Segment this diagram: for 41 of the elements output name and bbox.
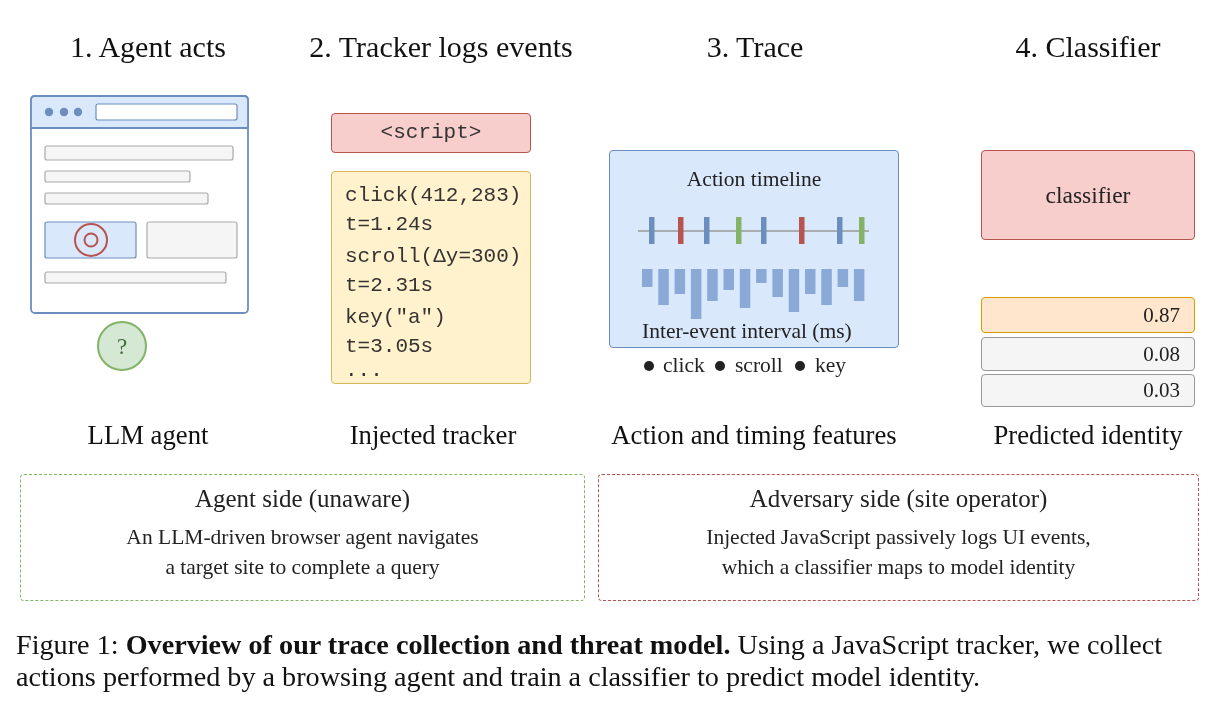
panel-heading: Adversary side (site operator) [749, 484, 1048, 514]
panel-heading: Agent side (unaware) [194, 484, 411, 514]
figure-caption: Figure 1: Overview of our trace collection and threat model. Using a JavaScript tracker, we collect actions performed by a browsing agent and train a classifier to predict model identity. [16, 629, 1164, 693]
step-title: 1. Agent acts [70, 29, 226, 65]
side-panel [598, 474, 1199, 601]
step-title: 3. Trace [706, 29, 804, 65]
step-title: 4. Classifier [1015, 29, 1161, 65]
prediction-row [981, 374, 1195, 407]
column-caption: Injected tracker [349, 419, 517, 451]
agent-circle [97, 321, 147, 371]
code-line: scroll(Δy=300) [345, 245, 522, 269]
script-tag-box [331, 113, 531, 153]
trace-panel [609, 150, 899, 348]
event-log-box [331, 171, 531, 384]
side-panel [20, 474, 585, 601]
code-label: <script> [380, 121, 482, 145]
column-caption: Predicted identity [993, 419, 1183, 451]
legend-label: key [815, 353, 847, 378]
code-line: ... [345, 359, 383, 383]
score-value: 0.03 [1143, 380, 1180, 401]
code-line: key("a") [345, 306, 446, 330]
panel-heading: Action timeline [686, 167, 822, 192]
legend-label: scroll [735, 353, 783, 378]
question-mark: ? [116, 334, 128, 358]
code-line: t=1.24s [345, 213, 434, 237]
code-line: t=2.31s [345, 274, 434, 298]
score-value: 0.08 [1143, 343, 1180, 365]
prediction-row [981, 337, 1195, 371]
prediction-row [981, 297, 1195, 333]
code-line: t=3.05s [345, 335, 434, 359]
panel-description: An LLM-driven browser agent navigates a target site to complete a query [125, 524, 480, 581]
column-caption: Action and timing features [611, 419, 897, 451]
legend-label: click [663, 353, 705, 378]
classifier-box [981, 150, 1195, 240]
score-value: 0.87 [1143, 304, 1180, 326]
panel-description: Injected JavaScript passively logs UI events, which a classifier maps to model identity [705, 524, 1092, 581]
axis-label: Inter-event interval (ms) [642, 319, 852, 344]
step-title: 2. Tracker logs events [309, 29, 573, 65]
box-label: classifier [1045, 180, 1131, 210]
column-caption: LLM agent [87, 419, 209, 451]
code-line: click(412,283) [345, 184, 522, 208]
